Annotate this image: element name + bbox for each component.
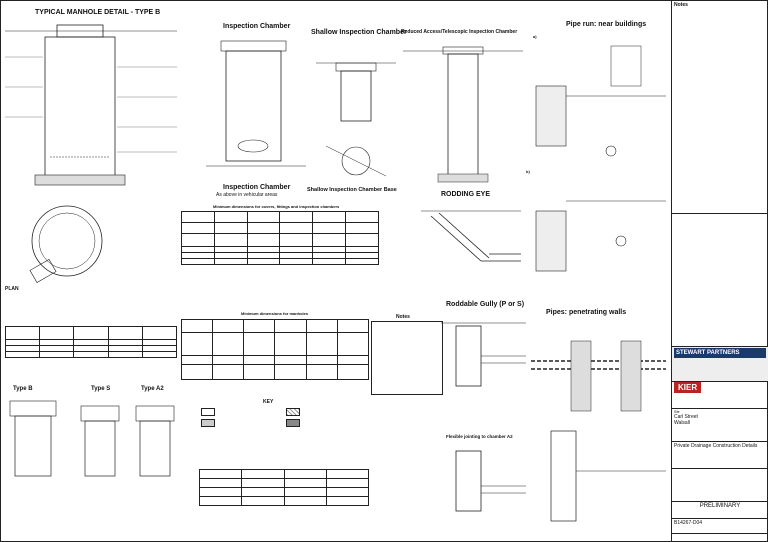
label-a: a) (533, 34, 537, 39)
status-box: PRELIMINARY (672, 502, 768, 519)
rodding-title: RODDING EYE (441, 191, 491, 198)
pipe-run-title: Pipe run: near buildings (566, 21, 647, 28)
key-title: KEY (263, 399, 274, 405)
contractor-logo: KIER (674, 382, 702, 393)
title-block: Notes STEWART PARTNERS KIER Site Carl St… (671, 1, 768, 541)
min-dims2-title: Minimum dimensions for manholes (241, 311, 309, 316)
site-label: Site (674, 410, 680, 414)
drawing-number: B14267-D04 (674, 520, 703, 526)
site-box: Site Carl Street Walsall (672, 409, 768, 442)
site-town: Walsall (674, 420, 690, 426)
scale-box (672, 469, 768, 502)
key-swatch-4 (286, 419, 300, 427)
pipes-walls-title: Pipes: penetrating walls (546, 309, 627, 316)
manhole-types (9, 400, 175, 477)
shallow-chamber (316, 62, 396, 177)
drawing-title: Private Drainage Construction Details (674, 443, 758, 449)
min-dims-title: Minimum dimensions for covers, fittings … (213, 204, 340, 209)
pipe-run-sections (535, 45, 666, 272)
label-b: b) (526, 169, 530, 174)
site-name: Carl Street (674, 414, 698, 420)
sidebar-notes: Notes (672, 1, 768, 214)
status-label: PRELIMINARY (699, 503, 741, 509)
ic1-title: Inspection Chamber (223, 23, 291, 30)
rodding-eye (421, 210, 521, 262)
drawing-number-box: B14267-D04 (672, 519, 768, 534)
contractor-box: KIER (672, 382, 768, 409)
manhole-table (4, 326, 178, 358)
company-name: STEWART PARTNERS (674, 348, 766, 358)
ic-shallow-base-title: Shallow Inspection Chamber Base (307, 187, 397, 193)
reduced-access-chamber (403, 46, 523, 183)
key-swatch-2 (201, 419, 215, 427)
flexible-jointing (455, 450, 526, 512)
sidebar-notes-title: Notes (674, 2, 688, 8)
plan-label: PLAN (5, 286, 19, 292)
flexible-title: Flexible jointing to chamber A2 (446, 434, 513, 439)
manhole-title: TYPICAL MANHOLE DETAIL - TYPE B (35, 9, 161, 16)
inspection-chamber (206, 40, 306, 167)
key-swatch-1 (201, 408, 215, 416)
ic-shallow-title: Shallow Inspection Chamber (311, 29, 407, 36)
mid-notes-title: Notes (396, 314, 410, 320)
company-logo: STEWART PARTNERS (672, 347, 768, 382)
gully-title: Roddable Gully (P or S) (446, 301, 525, 308)
min-dims-table (181, 211, 379, 265)
roddable-gully (441, 322, 526, 387)
type-b-label: Type B (13, 386, 33, 392)
manhole-section (5, 24, 177, 186)
min-dims2-table (180, 319, 370, 380)
key-swatch-3 (286, 408, 300, 416)
drawing-title-box: Private Drainage Construction Details (672, 442, 768, 469)
reduced-title: Reduced Access/Telescopic Inspection Cha… (401, 29, 518, 35)
pipes-walls (531, 340, 666, 522)
type-s-label: Type S (91, 386, 111, 392)
manhole-plan (29, 205, 103, 283)
revision-box (672, 214, 768, 347)
ic2-subtitle: As above in vehicular areas (216, 192, 278, 198)
type-a2-label: Type A2 (141, 386, 164, 392)
mid-notes-box (371, 321, 443, 395)
ic2-title: Inspection Chamber (223, 184, 291, 191)
bottom-table (198, 469, 370, 506)
